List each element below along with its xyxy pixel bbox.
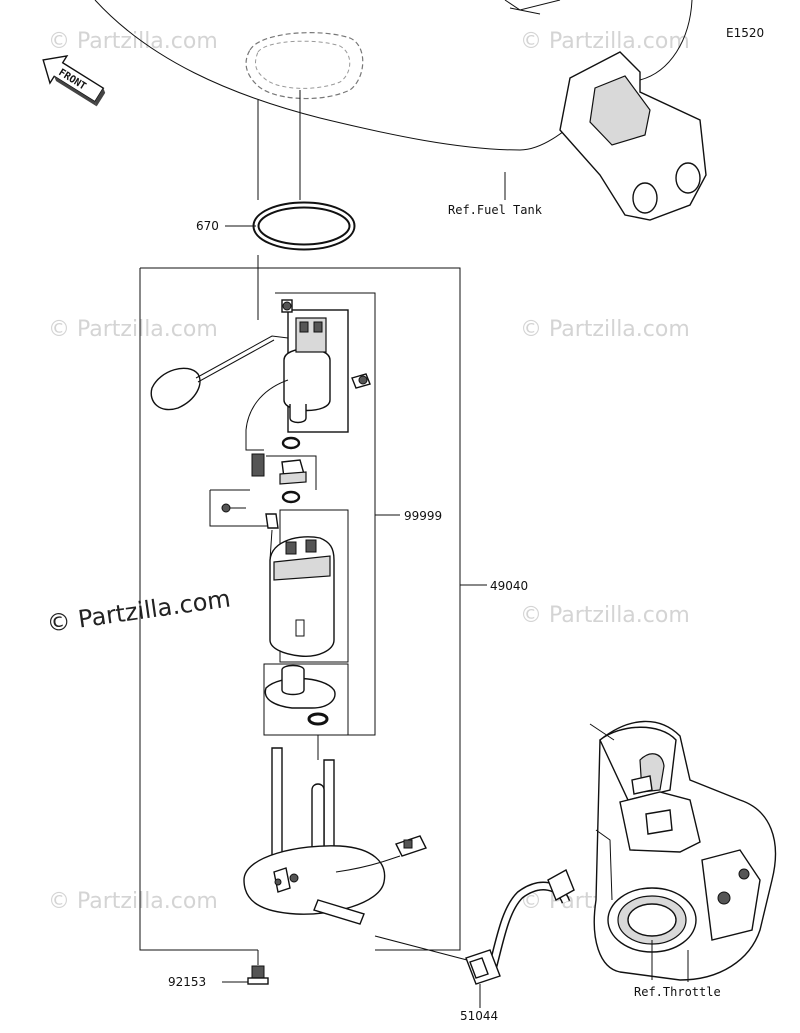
bolt: [247, 965, 269, 985]
clip: [265, 513, 279, 529]
pump-bracket: [243, 747, 427, 925]
watermark: © Partzilla.com: [520, 603, 690, 628]
screw: [221, 503, 246, 513]
small-o-ring: [281, 436, 301, 450]
o-ring-part: [252, 201, 356, 251]
watermark-main: © Partzilla.com: [45, 584, 232, 638]
diagram-code: E1520: [726, 26, 764, 40]
watermark: © Partzilla.com: [48, 317, 218, 342]
small-o-ring: [307, 712, 329, 726]
small-o-ring: [281, 490, 301, 504]
fuel-tank: [94, 0, 707, 221]
ref-throttle: Ref.Throttle: [634, 985, 721, 999]
fuel-level-sender: [150, 299, 371, 477]
callout-49040: 49040: [490, 579, 528, 593]
ref-fuel-tank: Ref.Fuel Tank: [448, 203, 543, 217]
callout-51044: 51044: [460, 1009, 498, 1023]
pressure-regulator: [266, 455, 317, 490]
callout-99999: 99999: [404, 509, 442, 523]
fuel-hose: [465, 869, 575, 985]
kit-bracket-99999: [275, 292, 376, 736]
fuel-pump-body: [269, 509, 349, 663]
watermark: © Partzilla.com: [48, 29, 218, 54]
watermark: © Partzilla.com: [520, 29, 690, 54]
callout-670: 670: [196, 219, 219, 233]
watermark: © Partzilla.com: [520, 317, 690, 342]
watermark: © Partzilla.com: [48, 889, 218, 914]
front-arrow: FRONT: [42, 55, 106, 107]
assy-bracket-49040: [139, 267, 461, 951]
throttle-body: [589, 720, 777, 981]
callout-92153: 92153: [168, 975, 206, 989]
fuel-filter: [263, 663, 349, 736]
